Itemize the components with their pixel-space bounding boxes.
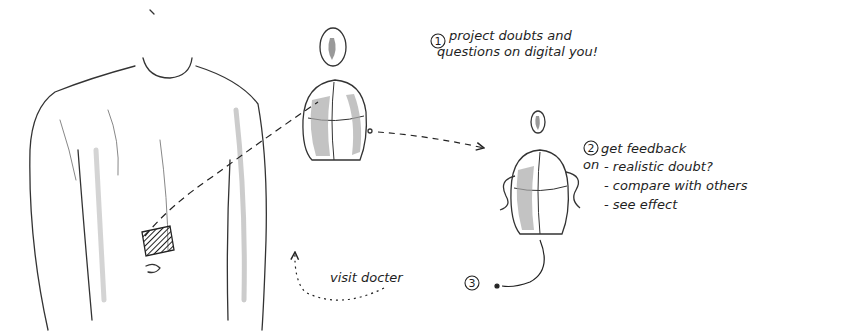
bullet-note: - realistic doubt? xyxy=(604,159,784,175)
hatched-patch xyxy=(142,226,174,256)
callout-circles xyxy=(431,34,598,290)
shading xyxy=(96,150,104,300)
callout-number: 2 xyxy=(584,141,598,157)
shading xyxy=(311,96,330,156)
flow-lines xyxy=(145,102,544,300)
shading xyxy=(517,166,534,230)
dashed-arrow xyxy=(378,132,484,148)
digital-avatar xyxy=(303,28,372,160)
sketch-dot xyxy=(495,284,499,288)
avatar-head xyxy=(320,28,346,66)
avatar-arm xyxy=(500,176,515,210)
right-shoulder-arm xyxy=(196,66,266,330)
body-line xyxy=(308,82,364,160)
body-line xyxy=(514,152,567,234)
avatar-arm xyxy=(566,172,580,208)
dashed-curve xyxy=(145,102,318,236)
shading xyxy=(328,38,335,60)
step-note: project doubts and questions on digital … xyxy=(437,28,637,60)
bullet-note: - see effect xyxy=(604,197,784,213)
bullet-note: - compare with others xyxy=(604,178,804,194)
left-shoulder-arm xyxy=(30,66,135,330)
fold-line xyxy=(60,110,168,250)
shading xyxy=(346,94,361,155)
step-note: visit docter xyxy=(330,270,450,286)
shading xyxy=(236,110,244,300)
right-body-side xyxy=(227,160,230,320)
left-body-side xyxy=(78,150,92,320)
person-torso xyxy=(30,10,267,330)
feedback-avatar xyxy=(500,111,580,234)
neck-line xyxy=(143,58,192,78)
shading xyxy=(535,116,539,130)
sketch-mark xyxy=(150,10,154,14)
solid-curve xyxy=(502,240,544,287)
callout-number: 3 xyxy=(465,276,479,292)
avatar-body xyxy=(511,150,568,234)
hand-mark xyxy=(146,264,160,272)
avatar-body xyxy=(303,80,366,160)
sketch-dot xyxy=(368,129,372,133)
avatar-head xyxy=(531,111,545,133)
